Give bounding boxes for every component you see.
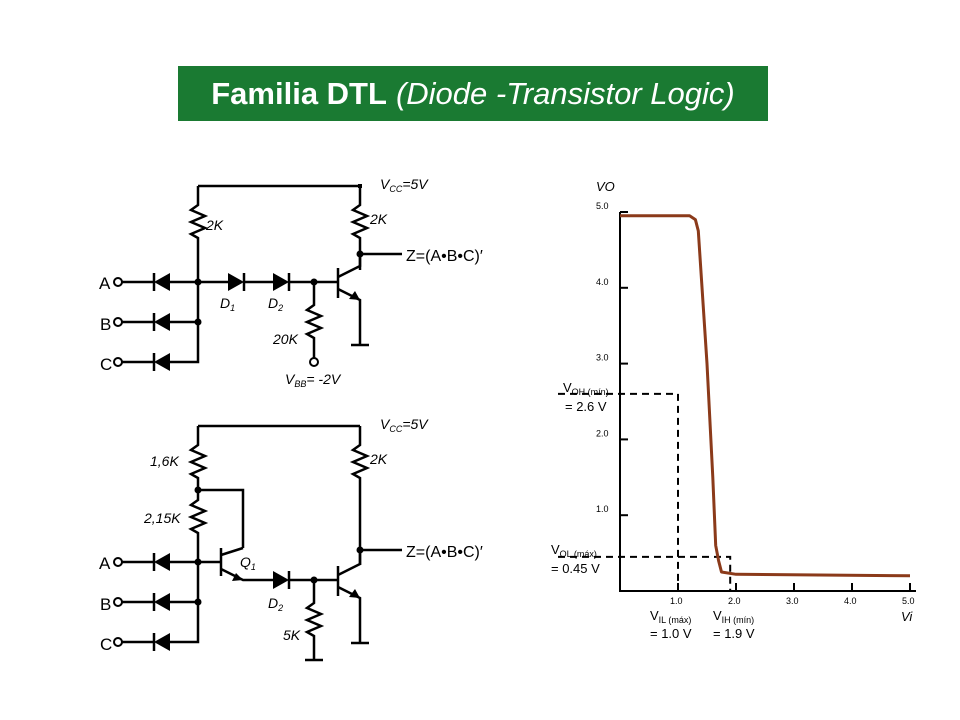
diode-d2-1 — [273, 273, 289, 291]
r2-label-2: 2,15K — [143, 510, 181, 526]
input-label-a-2: A — [99, 554, 111, 573]
input-label-b-2: B — [100, 595, 111, 614]
terminal-c-2 — [113, 637, 123, 647]
y-tick-label: 2.0 — [596, 428, 609, 438]
voh-annotation: VOH (mín) — [563, 380, 609, 397]
terminal-c-1 — [113, 357, 123, 367]
guide-lines — [558, 392, 732, 591]
y-tick-label: 5.0 — [596, 201, 609, 211]
input-diode-c-2 — [113, 562, 200, 651]
vih-value: = 1.9 V — [713, 626, 755, 641]
voh-value: = 2.6 V — [565, 399, 607, 414]
output-label-1: Z=(A•B•C)′ — [406, 248, 483, 265]
r2-label-1: 2K — [369, 211, 388, 227]
q1-collector-wire — [198, 488, 245, 548]
resistor-5k-2 — [303, 580, 325, 660]
x-ticks: 1.0 2.0 3.0 4.0 5.0 — [670, 583, 915, 606]
terminal-vbb-1 — [309, 357, 319, 367]
circuit-1: VCC=5V 2K 2K 20K D1 D2 VBB= -2V Z=(A•B•C… — [99, 176, 483, 389]
title-banner: Familia DTL (Diode -Transistor Logic) — [178, 66, 768, 121]
y-tick-label: 3.0 — [596, 353, 609, 363]
vol-value: = 0.45 V — [551, 561, 600, 576]
vcc-label-2: VCC=5V — [380, 416, 429, 434]
y-tick-label: 4.0 — [596, 277, 609, 287]
voh-vil-guide — [558, 392, 679, 591]
input-diode-a-1 — [113, 273, 198, 291]
y-tick-label: 1.0 — [596, 504, 609, 514]
d2-label-1: D2 — [268, 295, 283, 313]
x-tick-label: 2.0 — [728, 596, 741, 606]
transfer-chart: 1.0 2.0 3.0 4.0 5.0 1.0 2.0 3.0 4.0 5.0 VO Vi VO… — [551, 179, 916, 641]
r3-label-1: 20K — [272, 331, 299, 347]
vil-annotation: VIL (máx) — [650, 608, 691, 625]
terminal-b-2 — [113, 597, 123, 607]
r3-label-2: 2K — [369, 451, 388, 467]
r4-label-2: 5K — [283, 627, 301, 643]
vol-vih-guide — [558, 555, 732, 591]
transistor-q-1 — [336, 254, 369, 347]
vil-value: = 1.0 V — [650, 626, 692, 641]
terminal-a-2 — [113, 557, 123, 567]
resistor-2k-left-1 — [187, 186, 209, 282]
input-label-c-2: C — [100, 635, 112, 654]
r1-label-1: 2K — [205, 217, 224, 233]
resistor-2-15k-2 — [187, 490, 209, 562]
d1-label-1: D1 — [220, 295, 235, 313]
q1-label-2: Q1 — [240, 554, 256, 572]
y-ticks: 1.0 2.0 3.0 4.0 5.0 — [596, 201, 628, 517]
title-main: Familia DTL — [211, 75, 387, 111]
transfer-curve — [620, 214, 911, 578]
transistor-q1-2 — [198, 546, 273, 582]
diode-d2-2 — [273, 571, 289, 589]
vbb-label-1: VBB= -2V — [285, 371, 342, 389]
circuit-2: VCC=5V 1,6K 2,15K 2K 5K Q1 D2 Z=(A•B•C)′… — [99, 416, 483, 662]
vcc-label-1: VCC=5V — [380, 176, 429, 194]
input-label-b-1: B — [100, 315, 111, 334]
x-tick-label: 3.0 — [786, 596, 799, 606]
x-tick-label: 4.0 — [844, 596, 857, 606]
vol-annotation: VOL (máx) — [551, 542, 597, 559]
output-label-2: Z=(A•B•C)′ — [406, 544, 483, 561]
x-axis-label: Vi — [901, 609, 913, 624]
resistor-2k-collector-1 — [349, 186, 371, 270]
input-diode-b-2 — [113, 593, 198, 611]
input-diode-a-2 — [113, 553, 198, 571]
x-tick-label: 1.0 — [670, 596, 683, 606]
d2-label-2: D2 — [268, 595, 283, 613]
resistor-1-6k-2 — [187, 426, 209, 490]
resistor-2k-collector-2 — [349, 426, 371, 565]
input-label-c-1: C — [100, 355, 112, 374]
terminal-a-1 — [113, 277, 123, 287]
input-label-a-1: A — [99, 274, 111, 293]
vih-annotation: VIH (mín) — [713, 608, 754, 625]
title-subtitle: (Diode -Transistor Logic) — [395, 75, 735, 111]
transistor-q-2 — [336, 550, 369, 645]
y-axis-label: VO — [596, 179, 615, 194]
x-tick-label: 5.0 — [902, 596, 915, 606]
resistor-20k-1 — [303, 282, 325, 358]
r1-label-2: 1,6K — [150, 453, 179, 469]
input-diode-c-1 — [113, 282, 200, 371]
input-diode-b-1 — [113, 313, 198, 331]
chart-axes — [619, 212, 916, 592]
terminal-b-1 — [113, 317, 123, 327]
diode-d1-1 — [228, 273, 244, 291]
